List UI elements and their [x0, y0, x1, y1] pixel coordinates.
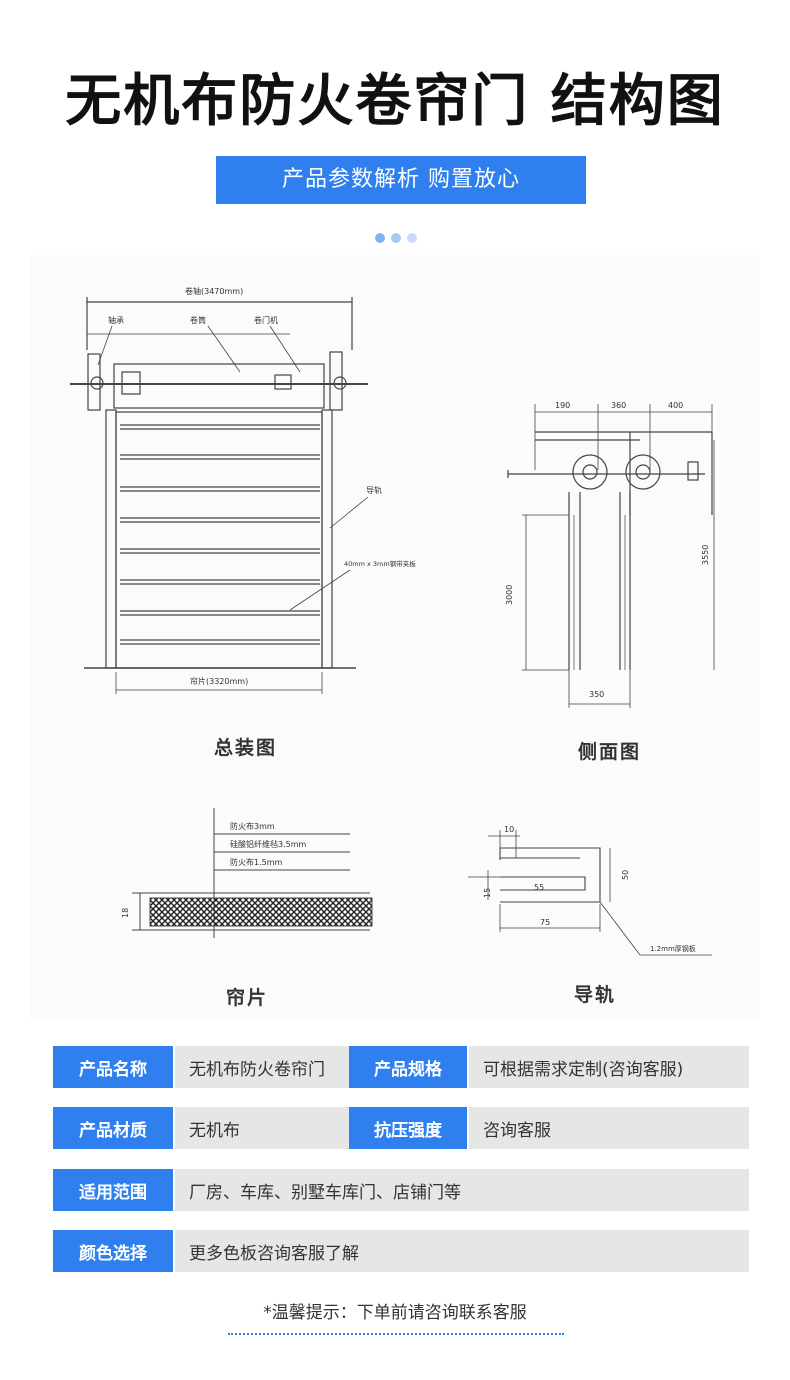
rail-dim-75: 75: [540, 918, 550, 927]
spec-value-strength: 咨询客服: [469, 1107, 749, 1149]
dim-3000: 3000: [505, 585, 514, 605]
rail-caption: 导轨: [574, 984, 617, 1006]
plate-label: 40mm x 3mm钢带夹板: [344, 559, 416, 568]
spec-label-color: 颜色选择: [53, 1230, 173, 1272]
rail-dim-55: 55: [534, 883, 544, 892]
spec-label-strength: 抗压强度: [349, 1107, 467, 1149]
rail-plate-label: 1.2mm厚钢板: [650, 944, 696, 953]
spec-label-size: 产品规格: [349, 1046, 467, 1088]
spec-value-name: 无机布防火卷帘门: [175, 1046, 349, 1088]
spec-value-size: 可根据需求定制(咨询客服): [469, 1046, 749, 1088]
drum-label: 卷筒: [190, 315, 206, 325]
dot-1: [375, 233, 385, 243]
spec-row-3: 适用范围 厂房、车库、别墅车库门、店铺门等: [53, 1169, 749, 1211]
dim-190: 190: [555, 401, 570, 410]
spec-label-material: 产品材质: [53, 1107, 173, 1149]
spec-value-material: 无机布: [175, 1107, 349, 1149]
side-view-caption: 侧面图: [578, 741, 642, 763]
drawings-svg: 卷轴(3470mm) 轴承 卷筒 卷门机 导轨 40mm x 3mm钢带夹板 帘…: [30, 255, 760, 1020]
curtain-layer-1: 防火布3mm: [230, 821, 275, 831]
curtain-caption: 帘片: [226, 987, 269, 1009]
dim-3550: 3550: [701, 545, 710, 565]
spec-row-4: 颜色选择 更多色板咨询客服了解: [53, 1230, 749, 1272]
side-view-drawing: [507, 404, 715, 708]
motor-label: 卷门机: [254, 315, 278, 325]
curtain-thickness: 18: [121, 908, 130, 918]
spec-row-2: 产品材质 无机布 抗压强度 咨询客服: [53, 1107, 749, 1149]
assembly-caption: 总装图: [214, 737, 278, 759]
assembly-top-dim-text: 卷轴(3470mm): [185, 286, 243, 296]
dot-3: [407, 233, 417, 243]
rail-dim-10: 10: [504, 825, 514, 834]
bearing-label: 轴承: [108, 315, 124, 325]
dim-360: 360: [611, 401, 626, 410]
curtain-drawing: [132, 808, 373, 938]
spec-row-1: 产品名称 无机布防火卷帘门 产品规格 可根据需求定制(咨询客服): [53, 1046, 749, 1088]
curtain-layer-2: 硅酸铝纤维毡3.5mm: [230, 839, 307, 849]
decorative-dots: [375, 233, 417, 243]
footer-dotted-line: [228, 1333, 564, 1335]
rail-dim-50: 50: [621, 870, 630, 880]
assembly-bottom-dim-text: 帘片(3320mm): [190, 676, 248, 686]
guide-label: 导轨: [366, 485, 382, 495]
assembly-drawing: [70, 297, 369, 694]
spec-value-usage: 厂房、车库、别墅车库门、店铺门等: [175, 1169, 749, 1211]
dot-2: [391, 233, 401, 243]
spec-label-name: 产品名称: [53, 1046, 173, 1088]
spec-label-usage: 适用范围: [53, 1169, 173, 1211]
dim-350: 350: [589, 690, 604, 699]
rail-drawing: [468, 830, 712, 956]
curtain-layer-3: 防火布1.5mm: [230, 857, 283, 867]
page-title: 无机布防火卷帘门 结构图: [65, 69, 725, 134]
rail-dim-15: 15: [483, 888, 492, 898]
footer-tip: *温馨提示：下单前请咨询联系客服: [263, 1303, 527, 1323]
dim-400: 400: [668, 401, 683, 410]
spec-value-color: 更多色板咨询客服了解: [175, 1230, 749, 1272]
subtitle-banner: 产品参数解析 购置放心: [216, 156, 586, 204]
